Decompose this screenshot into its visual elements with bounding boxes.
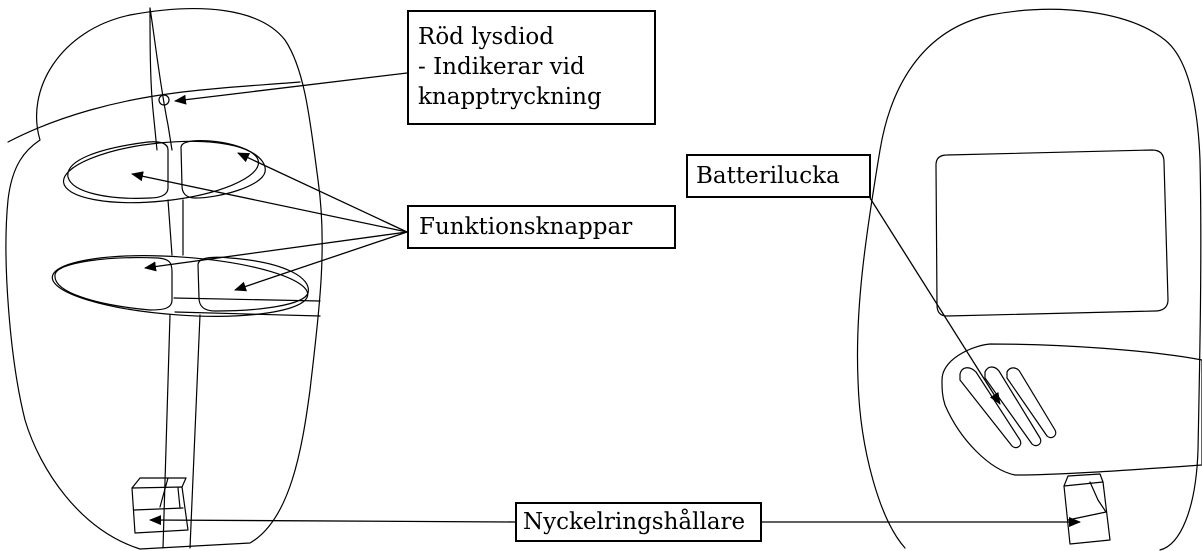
arrow-keyring-front — [149, 515, 516, 526]
button-top-left — [67, 141, 169, 199]
arrow-led — [174, 72, 408, 105]
label-red-led-line-3: knapptryckning — [418, 84, 602, 110]
remote-front-crossbar — [173, 297, 321, 317]
button-row-top-outline — [62, 140, 260, 204]
battery-grip-slot-3 — [1006, 367, 1057, 439]
remote-front-outline — [5, 8, 323, 550]
battery-cover — [941, 343, 1202, 476]
battery-grip-slot-2 — [984, 366, 1042, 447]
label-function-buttons-text: Funktionsknappar — [419, 214, 633, 240]
label-keyring-holder-text: Nyckelringshållare — [523, 509, 746, 535]
keyring-holder-front — [131, 477, 189, 534]
keyring-holder-back — [1063, 473, 1111, 545]
remote-front-ridge — [149, 7, 173, 151]
battery-grip-slot-1 — [959, 367, 1022, 449]
arrow-battery-cover — [869, 197, 1001, 405]
label-function-buttons: Funktionsknappar — [407, 205, 676, 249]
label-red-led: Röd lysdiod - Indikerar vid knapptryckni… — [407, 10, 656, 125]
label-red-led-line-1: Röd lysdiod — [418, 24, 555, 50]
remote-front — [5, 7, 323, 550]
callout-arrows — [131, 72, 1081, 527]
remote-front-top-seam — [7, 81, 301, 143]
button-bottom-left — [54, 257, 173, 311]
label-keyring-holder: Nyckelringshållare — [515, 502, 762, 542]
arrow-button-bottom-left — [144, 231, 408, 272]
arrow-button-bottom-right — [234, 231, 408, 292]
label-battery-cover-text: Batterilucka — [696, 163, 840, 189]
arrow-button-top-right — [237, 152, 408, 233]
remote-front-ridge-low — [162, 314, 201, 549]
remote-back-outline — [856, 8, 1202, 551]
label-red-led-line-2: - Indikerar vid — [418, 54, 585, 80]
button-top-right — [180, 140, 266, 199]
remote-front-ridge-mid — [167, 199, 184, 256]
label-panel — [935, 149, 1169, 317]
led-indicator — [158, 94, 170, 106]
arrow-button-top-left — [131, 171, 408, 233]
label-battery-cover: Batterilucka — [686, 154, 871, 198]
remote-back — [856, 8, 1202, 551]
